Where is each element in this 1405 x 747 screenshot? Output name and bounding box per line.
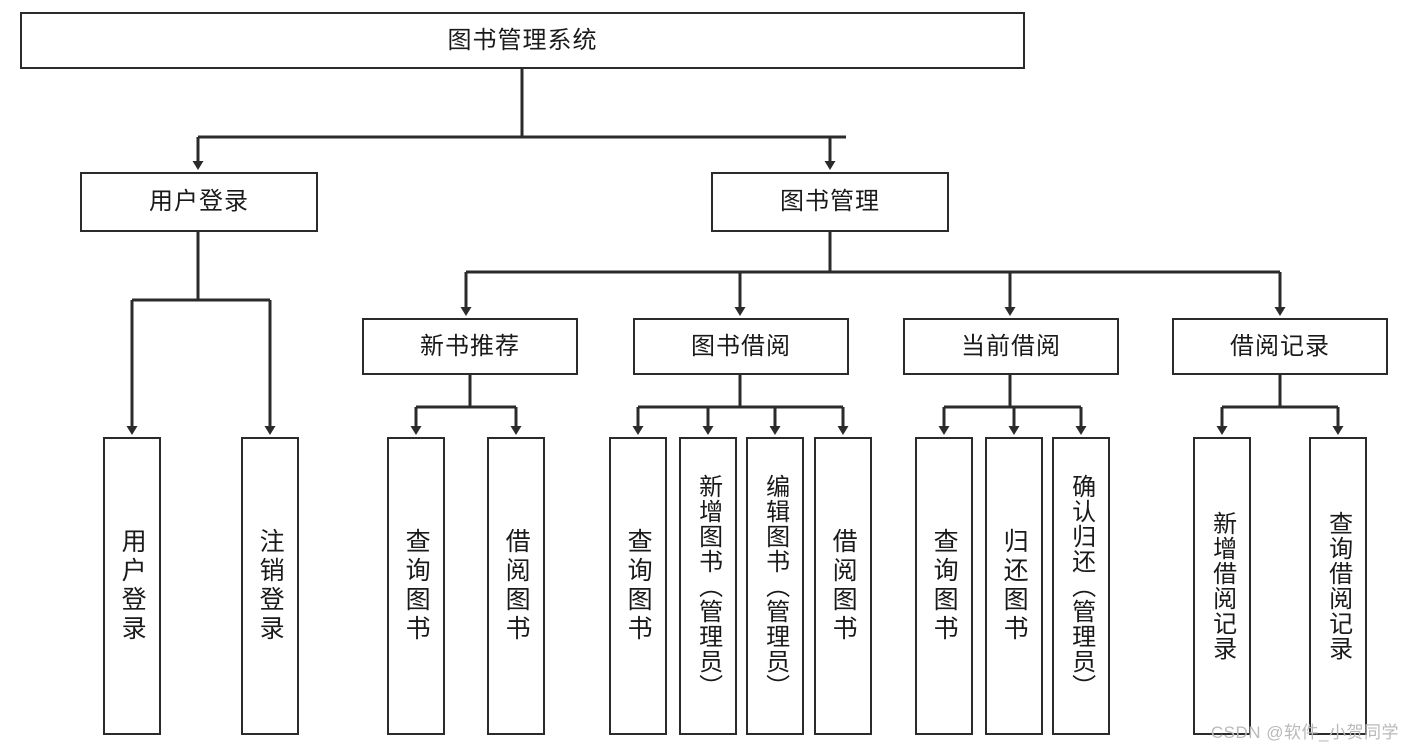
leaf-label: 借阅图书: [502, 528, 531, 644]
node-book-borrow-label: 图书借阅: [691, 332, 791, 360]
leaf-current-return-book[interactable]: 归还图书: [985, 437, 1043, 735]
node-current-borrow[interactable]: 当前借阅: [903, 318, 1119, 375]
leaf-borrow-edit-book-admin[interactable]: 编辑图书（管理员）: [746, 437, 804, 735]
node-current-borrow-label: 当前借阅: [961, 332, 1061, 360]
leaf-current-confirm-return-admin[interactable]: 确认归还（管理员）: [1052, 437, 1110, 735]
csdn-watermark: CSDN @软件_小贺同学: [1210, 723, 1399, 742]
leaf-label: 编辑图书（管理员）: [761, 473, 789, 699]
node-root[interactable]: 图书管理系统: [20, 12, 1025, 69]
node-borrow-record[interactable]: 借阅记录: [1172, 318, 1388, 375]
leaf-label: 用户登录: [118, 528, 147, 644]
leaf-user-login-signin[interactable]: 用户登录: [103, 437, 161, 735]
leaf-borrow-query-book[interactable]: 查询图书: [609, 437, 667, 735]
leaf-label: 查询图书: [402, 528, 431, 644]
node-new-book-recommend[interactable]: 新书推荐: [362, 318, 578, 375]
leaf-borrow-add-book-admin[interactable]: 新增图书（管理员）: [679, 437, 737, 735]
node-book-management[interactable]: 图书管理: [711, 172, 949, 232]
leaf-borrow-borrow-book[interactable]: 借阅图书: [814, 437, 872, 735]
leaf-record-query-record[interactable]: 查询借阅记录: [1309, 437, 1367, 735]
leaf-label: 查询图书: [930, 528, 959, 644]
leaf-label: 新增借阅记录: [1208, 511, 1236, 661]
leaf-label: 查询借阅记录: [1324, 511, 1352, 661]
node-book-management-label: 图书管理: [780, 188, 880, 216]
node-new-book-recommend-label: 新书推荐: [420, 332, 520, 360]
node-user-login-label: 用户登录: [149, 188, 249, 216]
leaf-label: 注销登录: [256, 528, 285, 644]
leaf-label: 归还图书: [1000, 528, 1029, 644]
leaf-label: 确认归还（管理员）: [1067, 473, 1095, 699]
leaf-user-login-signout[interactable]: 注销登录: [241, 437, 299, 735]
leaf-recommend-query-book[interactable]: 查询图书: [387, 437, 445, 735]
node-book-borrow[interactable]: 图书借阅: [633, 318, 849, 375]
node-root-label: 图书管理系统: [447, 26, 598, 54]
leaf-recommend-borrow-book[interactable]: 借阅图书: [487, 437, 545, 735]
leaf-record-add-record[interactable]: 新增借阅记录: [1193, 437, 1251, 735]
leaf-current-query-book[interactable]: 查询图书: [915, 437, 973, 735]
leaf-label: 借阅图书: [829, 528, 858, 644]
node-user-login[interactable]: 用户登录: [80, 172, 318, 232]
leaf-label: 查询图书: [624, 528, 653, 644]
leaf-label: 新增图书（管理员）: [694, 473, 722, 699]
node-borrow-record-label: 借阅记录: [1230, 332, 1330, 360]
